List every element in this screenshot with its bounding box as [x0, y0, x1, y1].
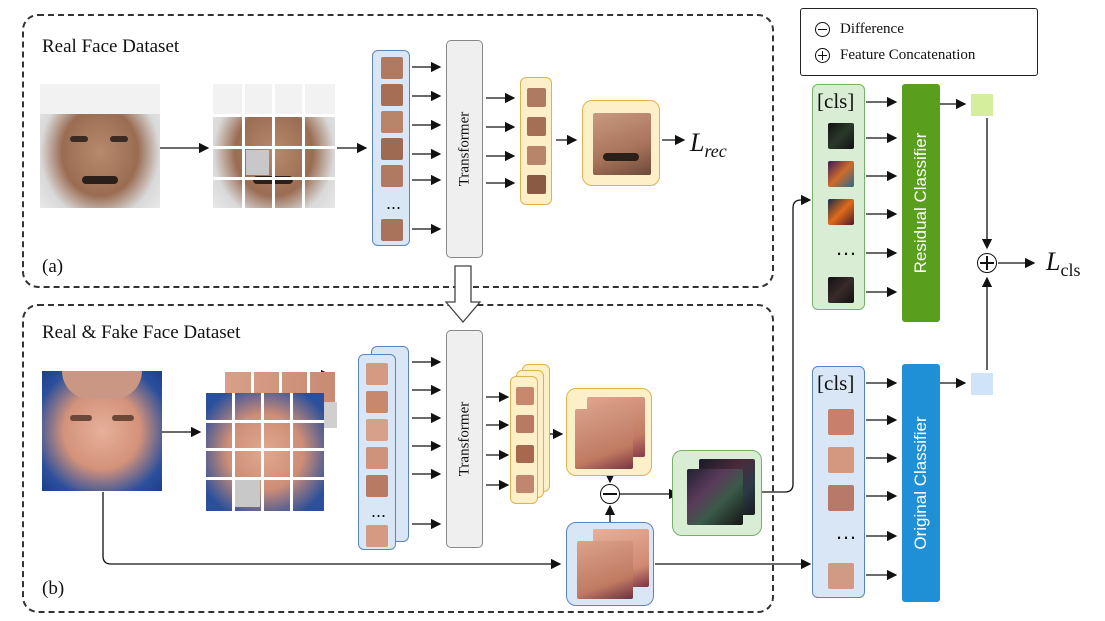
- legend-concat-label: Feature Concatenation: [840, 47, 976, 63]
- panel-a-token-column: ...: [372, 50, 410, 246]
- loss-rec-symbol: L: [690, 128, 705, 157]
- panel-a-label: (a): [42, 256, 64, 277]
- ellipsis: ...: [371, 501, 387, 521]
- panel-b-token-column: ...: [358, 354, 396, 550]
- loss-cls-subscript: cls: [1060, 260, 1081, 280]
- masked-patch-back: [323, 402, 337, 428]
- reconstruction-loss: Lrec: [690, 128, 727, 161]
- residual-cls-token: [cls]: [817, 89, 855, 113]
- panel-a-title: Real Face Dataset: [42, 36, 180, 57]
- transformer-label: Transformer: [456, 401, 472, 477]
- real-face-image: [40, 84, 160, 208]
- panel-b-output-tokens: [510, 376, 538, 504]
- residual-classifier: Residual Classifier: [902, 84, 940, 322]
- original-cls-token: [cls]: [817, 371, 855, 395]
- ellipsis: …: [835, 519, 857, 544]
- concat-operator-icon: [977, 253, 997, 273]
- panel-a: [22, 14, 774, 288]
- legend: Difference Feature Concatenation: [800, 8, 1038, 76]
- original-classifier-label: Original Classifier: [911, 416, 930, 550]
- original-classifier: Original Classifier: [902, 364, 940, 602]
- difference-symbol-icon: [815, 22, 830, 37]
- loss-rec-subscript: rec: [704, 141, 727, 161]
- legend-difference: Difference: [815, 21, 904, 38]
- original-fake-patch: [566, 522, 654, 606]
- fake-face-image: [42, 371, 162, 491]
- original-token-column: [cls] …: [812, 366, 865, 598]
- reconstructed-patch: [582, 100, 660, 186]
- panel-b-title: Real & Fake Face Dataset: [42, 322, 241, 343]
- fake-face-grid-image: [206, 393, 324, 511]
- reconstructed-fake-patch: [566, 388, 652, 476]
- residual-classifier-label: Residual Classifier: [911, 132, 930, 274]
- legend-concat: Feature Concatenation: [815, 47, 975, 64]
- classification-loss: Lcls: [1046, 247, 1081, 280]
- ellipsis: ...: [386, 193, 402, 213]
- loss-cls-symbol: L: [1046, 247, 1061, 276]
- residual-token-column: [cls] …: [812, 84, 865, 310]
- residual-output-feature: [971, 94, 993, 116]
- concat-symbol-icon: [815, 48, 830, 63]
- ellipsis: …: [835, 235, 857, 260]
- legend-difference-label: Difference: [840, 21, 904, 37]
- residual-feature-patch: [672, 450, 762, 536]
- panel-a-transformer: Transformer: [446, 40, 483, 258]
- panel-b-label: (b): [42, 578, 65, 599]
- difference-operator-icon: [600, 484, 620, 504]
- real-face-grid-image: [213, 84, 335, 208]
- panel-b: [22, 304, 774, 613]
- panel-b-transformer: Transformer: [446, 330, 483, 548]
- original-output-feature: [971, 373, 993, 395]
- panel-a-output-tokens: [520, 77, 552, 205]
